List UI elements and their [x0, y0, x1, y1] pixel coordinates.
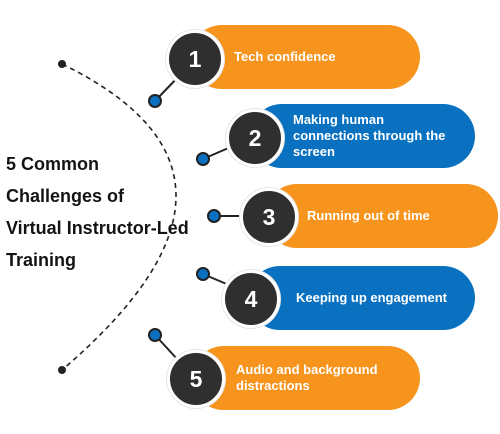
- title-line-4: Training: [6, 250, 77, 270]
- challenge-number-4: 4: [222, 270, 280, 328]
- connector-dot-1: [148, 94, 162, 108]
- challenge-label-4: Keeping up engagement: [296, 290, 447, 305]
- title-line-1: 5 Common: [6, 154, 100, 174]
- title-line-3: Virtual Instructor-Led: [6, 218, 189, 238]
- diagram-title: 5 Common Challenges of Virtual Instructo…: [6, 148, 216, 276]
- connector-dot-3: [207, 209, 221, 223]
- challenge-label-3: Running out of time: [307, 208, 430, 223]
- challenge-number-3: 3: [240, 188, 298, 246]
- connector-dot-2: [196, 152, 210, 166]
- connector-dot-5: [148, 328, 162, 342]
- title-line-2: Challenges of: [6, 186, 125, 206]
- challenge-number-1: 1: [166, 30, 224, 88]
- challenge-pill-1: Tech confidence: [190, 25, 420, 89]
- challenge-number-2: 2: [226, 109, 284, 167]
- arc-start-dot: [58, 60, 66, 68]
- challenge-pill-2: Making human connections through the scr…: [250, 104, 475, 168]
- connector-dot-4: [196, 267, 210, 281]
- challenge-label-2: Making human connections through the scr…: [293, 112, 446, 159]
- arc-end-dot: [58, 366, 66, 374]
- challenge-pill-3: Running out of time: [265, 184, 498, 248]
- dashed-arc: [61, 63, 177, 371]
- challenge-pill-4: Keeping up engagement: [248, 266, 475, 330]
- challenge-label-1: Tech confidence: [234, 49, 336, 64]
- challenge-number-5: 5: [167, 350, 225, 408]
- challenge-label-5: Audio and background distractions: [236, 362, 378, 393]
- challenge-pill-5: Audio and background distractions: [192, 346, 420, 410]
